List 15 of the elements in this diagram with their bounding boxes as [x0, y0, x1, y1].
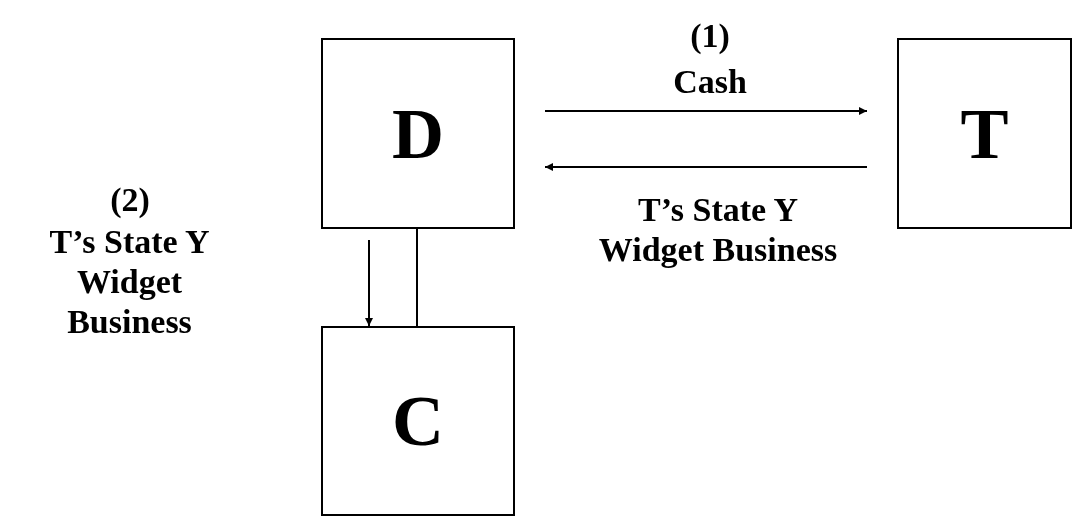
node-letter: C [392, 385, 444, 457]
connector-line [416, 228, 418, 327]
arrow [365, 239, 373, 327]
edge-label: T’s State Y Widget Business [597, 190, 839, 270]
box [321, 38, 515, 229]
box [897, 38, 1072, 229]
edge-label: T’s State Y Widget Business [48, 222, 211, 342]
box [321, 326, 515, 516]
node-letter: D [392, 97, 444, 170]
step-number: (2) [109, 180, 151, 220]
step-number: (1) [689, 16, 731, 56]
arrow [544, 107, 868, 115]
edge-label: Cash [672, 62, 748, 102]
arrow [544, 163, 868, 171]
node-letter: T [960, 97, 1009, 170]
